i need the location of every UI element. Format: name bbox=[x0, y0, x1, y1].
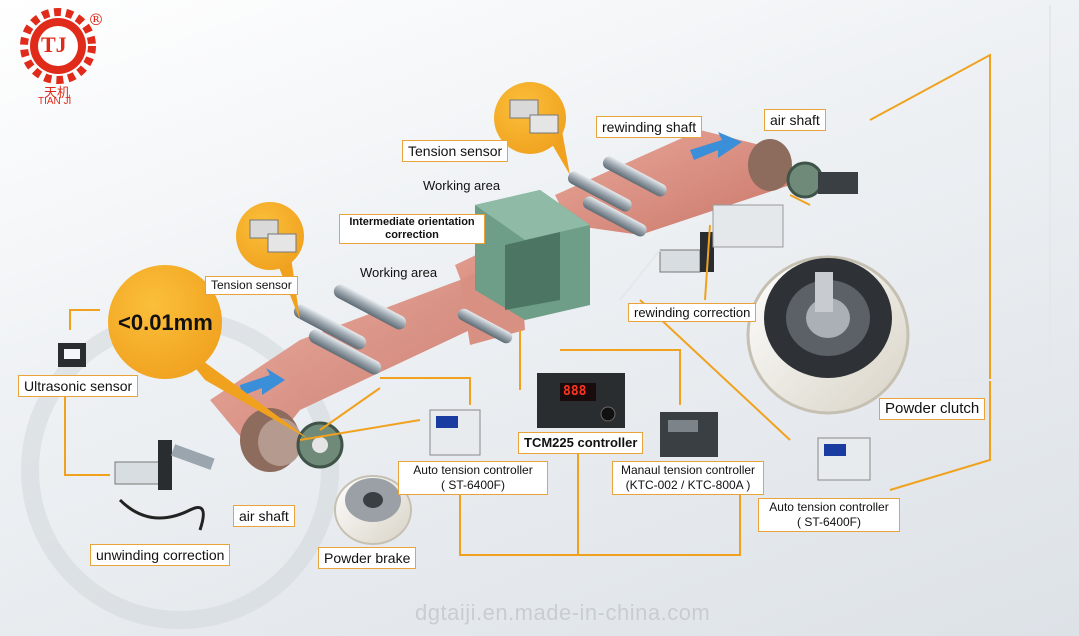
label-tension-sensor-top: Tension sensor bbox=[402, 140, 509, 162]
label-powder-clutch: Powder clutch bbox=[879, 398, 986, 420]
working-area-frame bbox=[475, 190, 590, 320]
auto-tension-right-line1: Auto tension controller bbox=[769, 500, 889, 514]
controller-icon bbox=[429, 373, 871, 481]
label-manual-tension: Manaul tension controller (KTC-002 / KTC… bbox=[612, 461, 764, 495]
intermediate-correction-line1: Intermediate orientation bbox=[349, 216, 475, 228]
label-unwinding-correction: unwinding correction bbox=[90, 544, 231, 566]
label-rewinding-correction: rewinding correction bbox=[628, 303, 757, 322]
powder-clutch-icon bbox=[746, 255, 910, 415]
tension-sensor-icon bbox=[509, 99, 539, 119]
gear-logo-icon bbox=[20, 8, 96, 84]
brand-name: TIAN JI bbox=[38, 96, 72, 107]
auto-tension-left-line2: ( ST-6400F) bbox=[440, 478, 506, 492]
brand-chinese-name: 天机 bbox=[44, 86, 71, 101]
label-working-area-mid: Working area bbox=[360, 265, 438, 280]
label-intermediate-correction: Intermediate orientation correction bbox=[339, 214, 485, 244]
powder-brake-icon bbox=[334, 475, 412, 545]
label-tension-sensor-left: Tension sensor bbox=[205, 276, 298, 295]
label-air-shaft-bottom: air shaft bbox=[233, 505, 295, 527]
label-rewinding-shaft: rewinding shaft bbox=[596, 116, 703, 138]
flow-arrow-icon bbox=[240, 368, 285, 396]
intermediate-correction-line2: correction bbox=[385, 229, 439, 241]
correction-device-icon bbox=[114, 440, 215, 531]
manual-tension-line2: (KTC-002 / KTC-800A ) bbox=[625, 478, 751, 492]
auto-tension-left-line1: Auto tension controller bbox=[413, 463, 533, 477]
label-powder-brake: Powder brake bbox=[318, 547, 417, 569]
label-ultrasonic-sensor: Ultrasonic sensor bbox=[18, 375, 139, 397]
label-auto-tension-left: Auto tension controller ( ST-6400F) bbox=[398, 461, 548, 495]
precision-callout: <0.01mm bbox=[118, 310, 213, 335]
label-auto-tension-right: Auto tension controller ( ST-6400F) bbox=[758, 498, 900, 532]
registered-mark: ® bbox=[88, 10, 104, 29]
connector-lines bbox=[64, 53, 991, 556]
manual-tension-line1: Manaul tension controller bbox=[620, 463, 756, 477]
watermark: dgtaiji.en.made-in-china.com bbox=[415, 600, 711, 625]
tcm225-display: 888 bbox=[563, 384, 587, 399]
roller-icon bbox=[293, 156, 667, 375]
label-tcm225-controller: TCM225 controller bbox=[518, 432, 644, 454]
label-working-area-top: Working area bbox=[423, 178, 501, 193]
ultrasonic-sensor-icon bbox=[58, 343, 86, 367]
flow-arrow-icon bbox=[690, 132, 742, 160]
label-air-shaft-top: air shaft bbox=[764, 109, 826, 131]
auto-tension-right-line2: ( ST-6400F) bbox=[796, 515, 862, 529]
logo-letters: TJ bbox=[41, 32, 67, 57]
